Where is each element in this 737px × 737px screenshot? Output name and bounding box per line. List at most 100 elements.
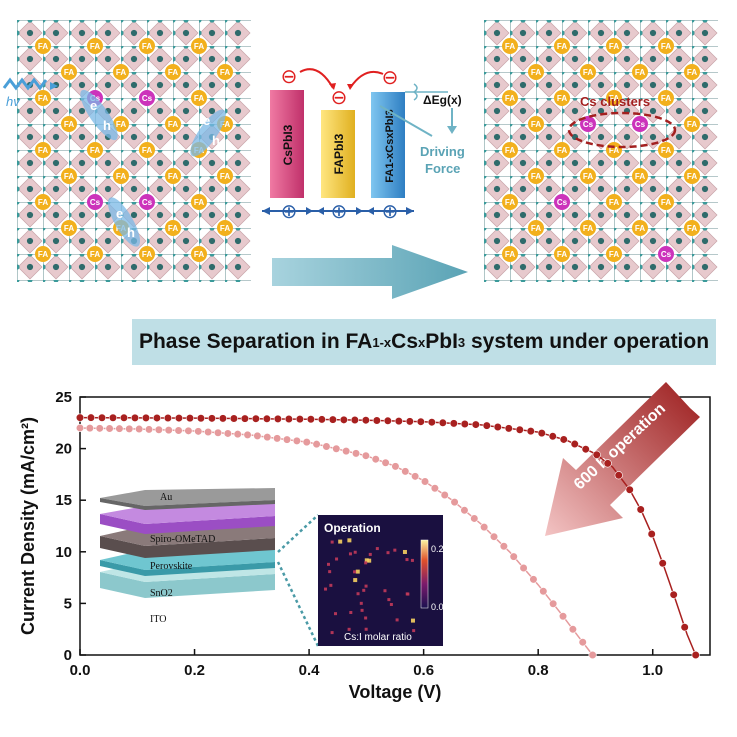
fa-ion <box>35 90 51 106</box>
fa-ion-label: FA <box>38 94 48 103</box>
carrier-pair-top: e h <box>80 89 118 141</box>
fa-ion <box>554 246 570 262</box>
data-point <box>75 413 85 422</box>
map-spot <box>353 578 358 583</box>
cs-ion <box>632 116 648 132</box>
svg-text:h: h <box>127 225 135 240</box>
data-point <box>292 436 301 445</box>
map-spot <box>389 602 393 606</box>
svg-text:h: h <box>212 133 220 148</box>
bar-label-fa-cs: FA1-xCsxPbI3 <box>384 109 396 182</box>
fa-ion-label: FA <box>194 250 204 259</box>
data-point <box>302 438 311 447</box>
map-spot <box>368 552 372 556</box>
fa-ion <box>554 38 570 54</box>
data-point <box>471 420 480 429</box>
fa-ion-label: FA <box>635 172 645 181</box>
x-axis-label: Voltage (V) <box>349 682 442 702</box>
data-point <box>537 429 546 438</box>
band-diagram: CsPbI3 FAPbI3 FA1-xCsxPbI3 ⊖ ⊖ ⊖ ΔEg(x) … <box>262 66 465 223</box>
fa-ion-label: FA <box>194 198 204 207</box>
fa-ion <box>684 220 700 236</box>
fa-ion <box>61 220 77 236</box>
fa-ion <box>87 142 103 158</box>
light-wave-icon <box>2 77 48 91</box>
colorbar <box>420 539 429 609</box>
data-point <box>306 415 315 424</box>
fa-ion-label: FA <box>142 146 152 155</box>
fa-ion <box>217 64 233 80</box>
map-spot <box>362 588 366 592</box>
data-point <box>493 422 502 432</box>
data-point <box>658 559 667 568</box>
fa-ion <box>191 90 207 106</box>
cs-ion-label: Cs <box>142 94 153 103</box>
map-spot <box>328 570 332 574</box>
cs-ion-label: Cs <box>90 198 101 207</box>
fa-ion-label: FA <box>661 94 671 103</box>
data-point <box>207 414 217 423</box>
lattice-left: FAFAFAFAFAFAFAFAFACsCsFAFAFAFAFAFAFAFAFA… <box>2 20 251 282</box>
data-point <box>351 449 361 458</box>
cs-ion <box>139 194 155 210</box>
map-spot <box>410 618 415 623</box>
fa-ion <box>658 142 674 158</box>
fa-ion-label: FA <box>90 42 100 51</box>
hole-icon: ⊕ <box>331 201 348 223</box>
data-point <box>218 414 228 423</box>
fa-ion <box>191 246 207 262</box>
x-tick-label: 0.0 <box>70 662 91 679</box>
data-point <box>470 514 479 523</box>
data-point <box>361 451 370 460</box>
map-spot <box>405 558 409 562</box>
y-tick-label: 0 <box>64 647 72 664</box>
fa-ion <box>502 194 518 210</box>
fa-ion-label: FA <box>687 172 697 181</box>
x-tick-label: 0.8 <box>528 662 549 679</box>
map-spot <box>393 548 397 552</box>
fa-ion <box>528 64 544 80</box>
map-spot <box>367 558 372 563</box>
fa-ion <box>35 38 51 54</box>
fa-ion-label: FA <box>635 224 645 233</box>
data-point <box>317 415 326 424</box>
data-point <box>328 415 337 424</box>
data-point <box>438 418 447 427</box>
data-point <box>460 506 469 515</box>
data-point <box>581 445 590 454</box>
x-tick-label: 0.6 <box>413 662 434 679</box>
cs-ion <box>87 194 103 210</box>
data-point <box>504 424 513 433</box>
fa-ion <box>113 64 129 80</box>
bar-label-fapbi3: FAPbI3 <box>332 133 346 174</box>
data-point <box>295 415 304 424</box>
fa-ion <box>165 116 181 132</box>
map-spot <box>402 549 407 554</box>
data-point <box>401 467 410 476</box>
fa-ion <box>35 246 51 262</box>
fa-ion-label: FA <box>168 172 178 181</box>
fa-ion <box>554 142 570 158</box>
fa-ion <box>658 38 674 54</box>
data-point <box>115 424 124 433</box>
data-point <box>97 413 107 422</box>
data-point <box>282 435 292 444</box>
data-point <box>273 434 282 443</box>
data-point <box>251 414 261 423</box>
data-point <box>263 433 272 442</box>
colorbar-min: 0.05 <box>431 602 449 612</box>
data-point <box>371 455 380 464</box>
data-point <box>75 423 85 433</box>
cs-ion-label: Cs <box>635 120 646 129</box>
fa-ion-label: FA <box>505 198 515 207</box>
data-point <box>125 424 134 433</box>
map-spot <box>335 557 339 561</box>
map-spot <box>386 551 390 555</box>
data-point <box>204 427 213 437</box>
data-point <box>119 413 129 422</box>
map-spot <box>395 618 399 622</box>
electron-icon: ⊖ <box>382 67 399 89</box>
